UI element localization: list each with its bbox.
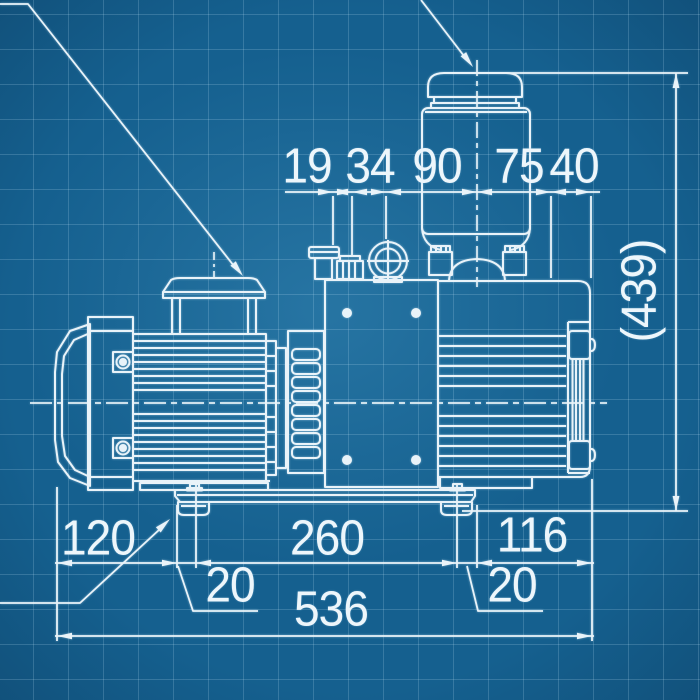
dim-label-40: 40 — [549, 139, 599, 194]
dimension-arrows — [57, 73, 680, 640]
rubber-foot-left — [177, 483, 210, 516]
dim-label-20-right: 20 — [487, 558, 537, 613]
oil-case-housing — [308, 240, 439, 488]
oil-fill-plug — [367, 240, 409, 283]
dim-label-19: 19 — [282, 139, 332, 194]
motor — [54, 316, 287, 491]
dimension-lines — [55, 72, 688, 641]
dim-label-536: 536 — [293, 582, 369, 637]
dim-label-75: 75 — [494, 139, 544, 194]
dim-label-260: 260 — [289, 511, 365, 566]
dim-label-90: 90 — [412, 139, 462, 194]
leader-to-rubber-foot — [0, 528, 161, 604]
pump-module — [438, 280, 596, 489]
ribbed-fitting — [336, 255, 364, 280]
leader-lines — [0, 0, 465, 604]
leader-to-inlet-port — [0, 3, 235, 267]
dim-label-20-left: 20 — [205, 558, 255, 613]
coupling-housing — [287, 330, 325, 474]
dim-label-34: 34 — [345, 139, 395, 194]
inlet-port — [162, 277, 266, 334]
gas-ballast-valve — [308, 246, 340, 280]
leader-arrowheads — [155, 52, 473, 533]
dim-label-439: (439) — [612, 239, 667, 343]
dim-label-120: 120 — [60, 511, 136, 566]
dim-label-116: 116 — [496, 508, 569, 563]
leader-to-exhaust-filter — [420, 0, 465, 57]
